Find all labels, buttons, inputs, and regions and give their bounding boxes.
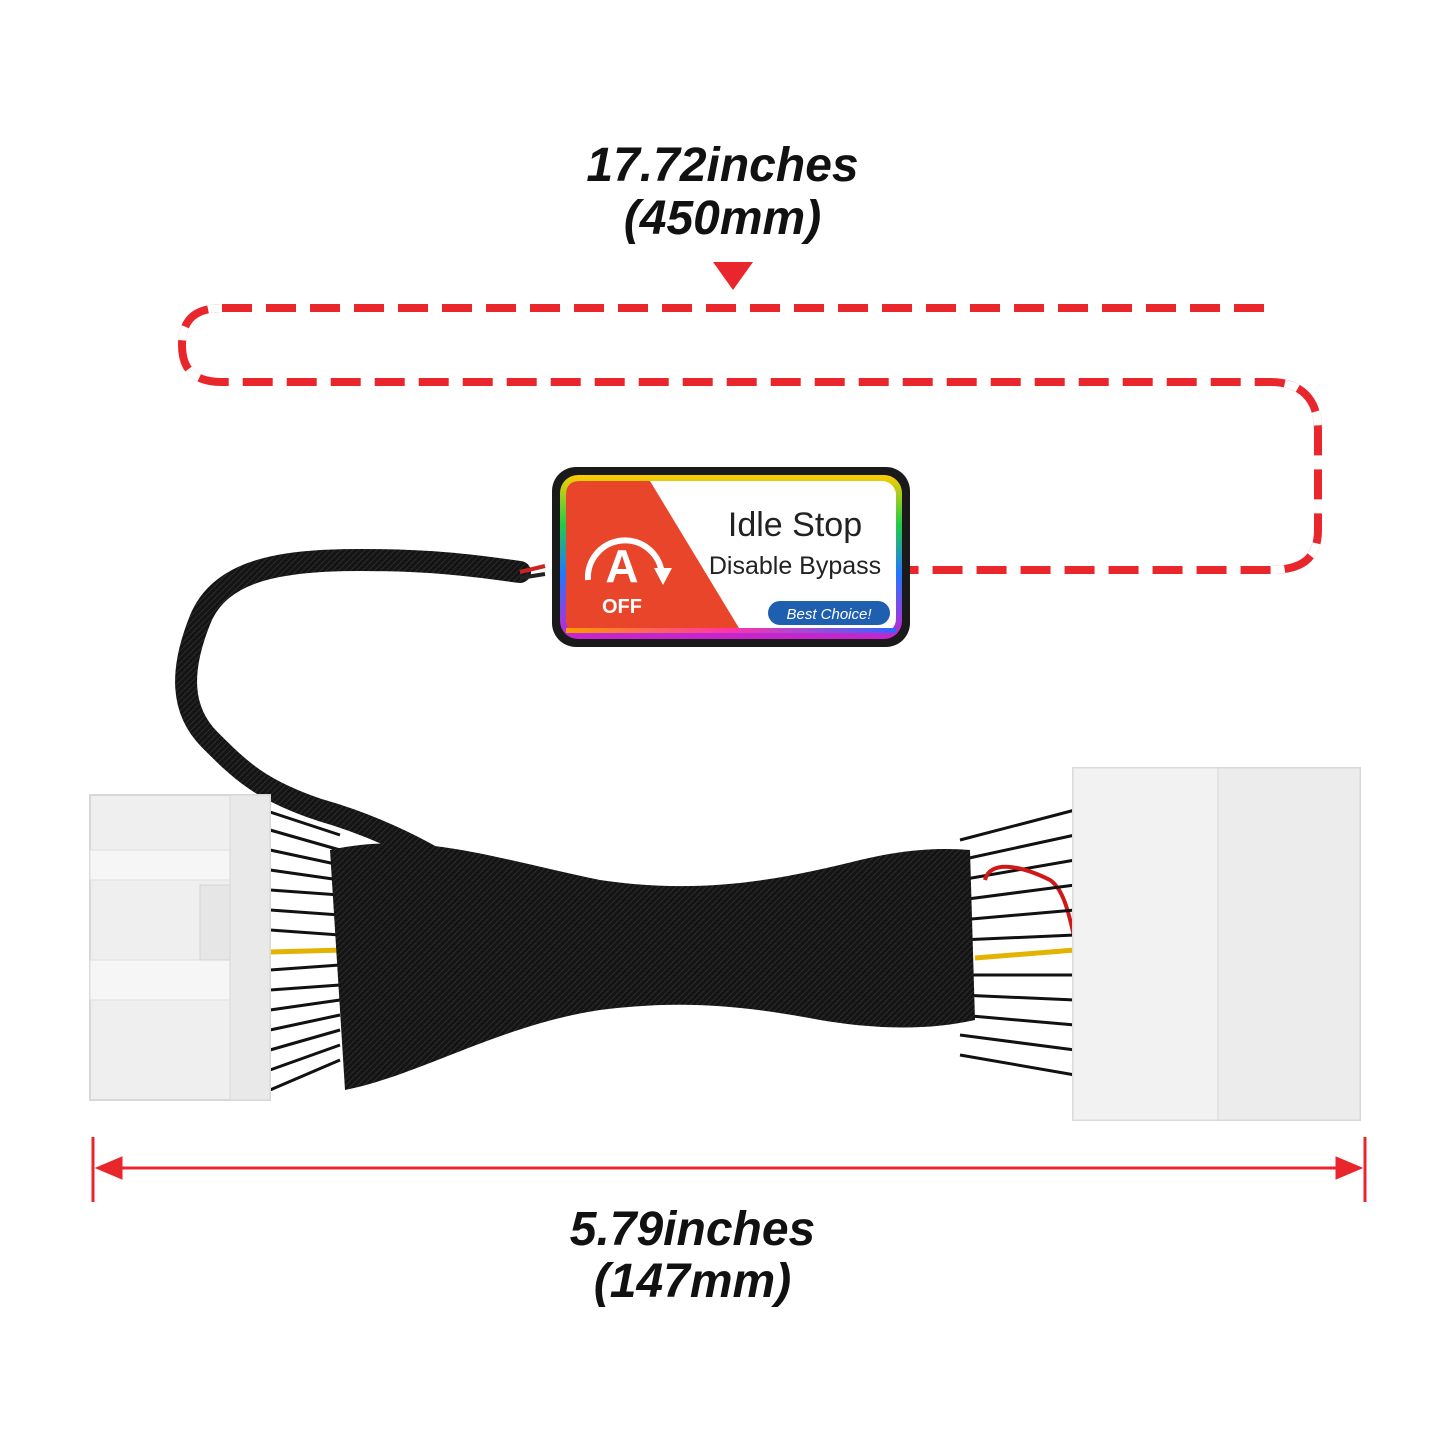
icon-letter: A xyxy=(605,540,638,592)
harness-length-inches: 5.79inches xyxy=(569,1203,816,1256)
module-subtitle: Disable Bypass xyxy=(709,552,881,580)
left-connector xyxy=(89,794,271,1101)
wires-left xyxy=(269,810,346,1092)
cable-length-inches: 17.72inches xyxy=(586,139,859,192)
best-choice-badge: Best Choice! xyxy=(786,606,872,623)
bypass-module: A OFF Idle Stop Disable Bypass Best Choi… xyxy=(552,467,910,647)
auto-stop-off-icon: A OFF xyxy=(584,537,672,618)
harness-length-mm: (147mm) xyxy=(593,1255,792,1308)
wires-right xyxy=(959,808,1077,1077)
dashed-cable xyxy=(177,304,1322,574)
braided-cable xyxy=(175,548,531,891)
module-title: Idle Stop xyxy=(728,506,862,544)
harness-dimension-line xyxy=(91,1137,1367,1202)
length-marker-triangle xyxy=(713,262,753,290)
cable-length-mm: (450mm) xyxy=(623,192,822,245)
right-connector xyxy=(1072,767,1361,1121)
icon-caption: OFF xyxy=(602,596,642,618)
harness-sleeve xyxy=(330,843,975,1090)
